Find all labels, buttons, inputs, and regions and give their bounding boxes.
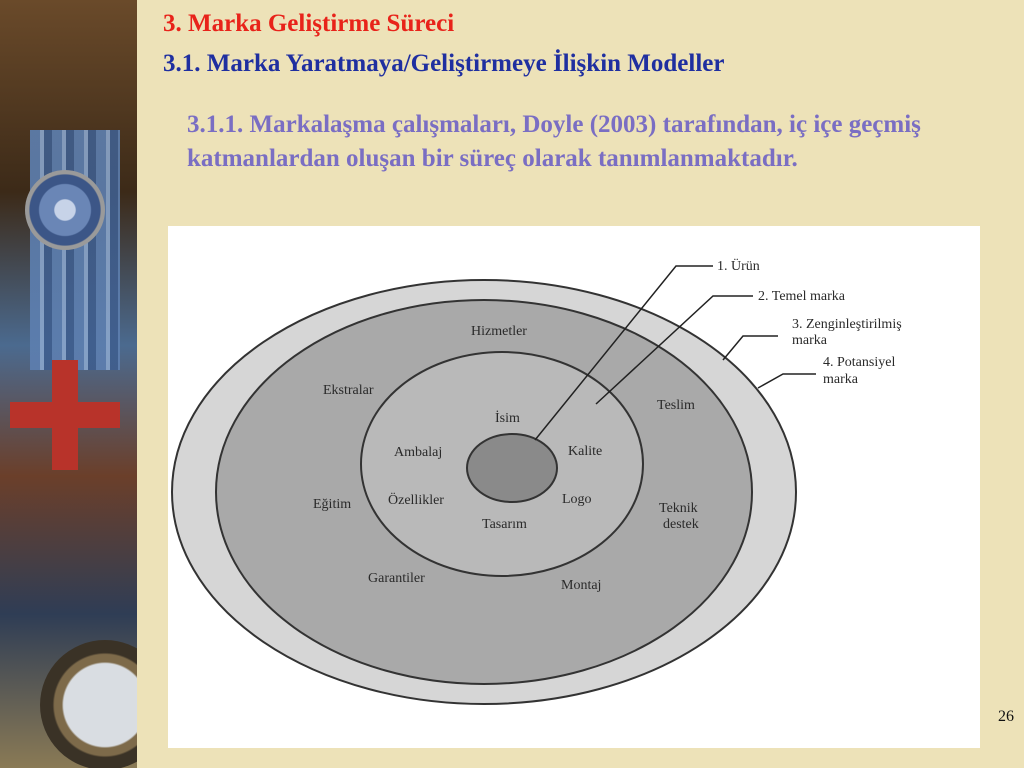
label-tasarim: Tasarım	[482, 517, 527, 532]
callout-product: 1. Ürün	[717, 257, 760, 274]
label-montaj: Montaj	[561, 578, 601, 593]
rosette-image	[25, 170, 105, 250]
callout-potential-brand-2: marka	[823, 372, 859, 387]
label-teslim: Teslim	[657, 398, 695, 413]
label-kalite: Kalite	[568, 444, 602, 459]
label-ozellikler: Özellikler	[388, 491, 444, 508]
label-garantiler: Garantiler	[368, 571, 425, 586]
callout-line-product	[534, 265, 713, 441]
label-logo: Logo	[562, 492, 592, 507]
callout-augmented-brand-2: marka	[792, 333, 828, 348]
page-number: 26	[998, 708, 1014, 725]
label-ambalaj: Ambalaj	[394, 445, 442, 460]
brand-layers-diagram: 1. Ürün 2. Temel marka 3. Zenginleştiril…	[171, 257, 902, 705]
decorative-photo-strip	[0, 0, 137, 768]
compass-image	[40, 640, 137, 768]
label-egitim: Eğitim	[313, 497, 351, 512]
label-teknik-2: destek	[663, 517, 699, 532]
label-ekstralar: Ekstralar	[323, 383, 374, 398]
label-hizmetler: Hizmetler	[471, 324, 527, 339]
callout-basic-brand: 2. Temel marka	[758, 289, 846, 304]
label-isim: İsim	[495, 410, 520, 426]
slide-body-text: 3.1.1. Markalaşma çalışmaları, Doyle (20…	[187, 111, 921, 172]
diagram-panel: 1. Ürün 2. Temel marka 3. Zenginleştiril…	[168, 226, 980, 748]
medal-cross-image	[10, 360, 120, 470]
slide-subtitle: 3.1. Marka Yaratmaya/Geliştirmeye İlişki…	[163, 50, 725, 77]
callout-line-augmented	[722, 335, 778, 361]
callout-line-basic	[595, 295, 753, 405]
callout-potential-brand-1: 4. Potansiyel	[823, 355, 895, 370]
slide-title: 3. Marka Geliştirme Süreci	[163, 10, 455, 37]
layer-product-core	[466, 433, 558, 503]
callout-line-potential	[757, 373, 816, 389]
callout-augmented-brand-1: 3. Zenginleştirilmiş	[792, 317, 902, 332]
ribbon-image	[30, 130, 120, 370]
label-teknik-1: Teknik	[659, 501, 698, 516]
